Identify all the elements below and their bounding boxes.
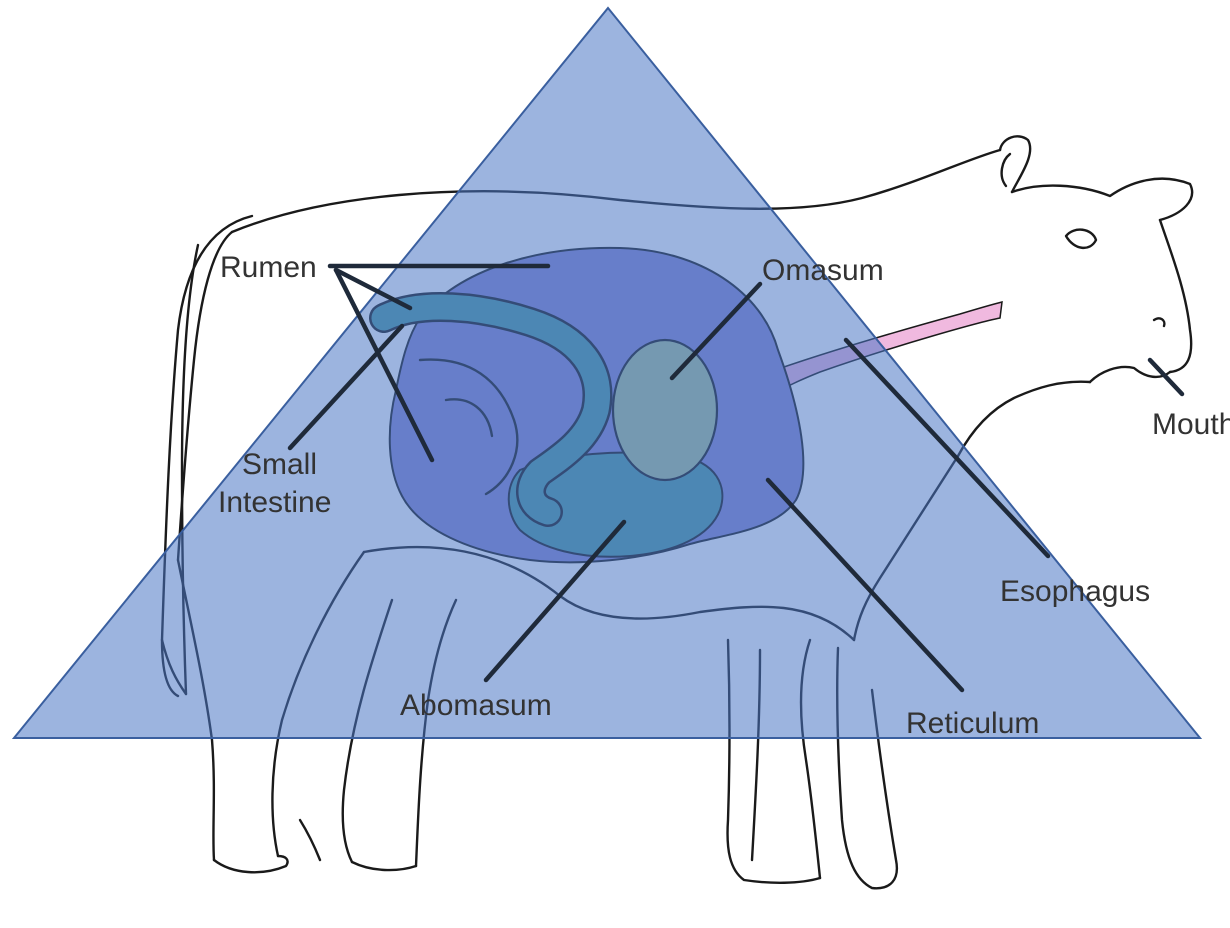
label-omasum: Omasum (762, 254, 884, 287)
label-esophagus: Esophagus (1000, 575, 1150, 608)
label-abomasum: Abomasum (400, 689, 552, 722)
label-reticulum: Reticulum (906, 707, 1039, 740)
label-rumen: Rumen (220, 251, 317, 284)
label-mouth: Mouth (1152, 408, 1230, 441)
label-small-intestine-line2: Intestine (218, 486, 331, 519)
label-small-intestine-line1: Small (242, 448, 317, 481)
